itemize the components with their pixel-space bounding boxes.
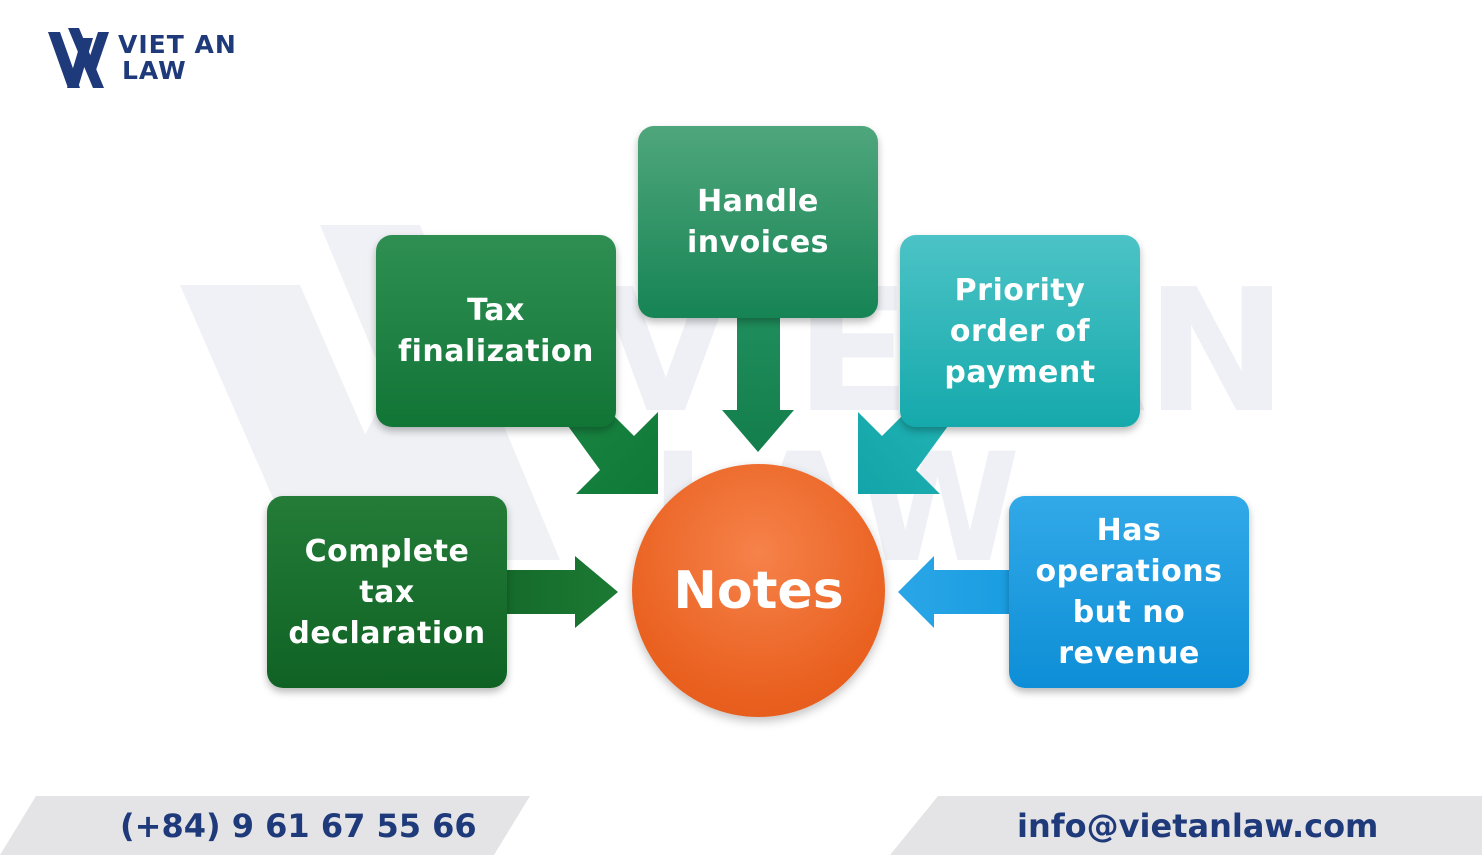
footer-band-right [890, 796, 1482, 855]
arrow-operations-no-revenue [898, 556, 1009, 628]
logo-mark-icon [48, 28, 109, 88]
node-complete-declaration: Complete tax declaration [267, 496, 507, 688]
center-label: Notes [673, 560, 844, 621]
brand-logo: VIET AN LAW [46, 26, 246, 96]
footer-email[interactable]: info@vietanlaw.com [1017, 807, 1379, 845]
arrow-complete-declaration [507, 556, 618, 628]
node-operations-no-revenue: Has operations but no revenue [1009, 496, 1249, 688]
center-node: Notes [632, 464, 885, 717]
node-tax-finalization: Tax finalization [376, 235, 616, 427]
footer-phone[interactable]: (+84) 9 61 67 55 66 [120, 807, 477, 845]
node-handle-invoices: Handle invoices [638, 126, 878, 318]
logo-line-2: LAW [122, 56, 187, 85]
arrow-handle-invoices [722, 318, 794, 452]
node-priority-order: Priority order of payment [900, 235, 1140, 427]
logo-wordmark: VIET AN LAW [118, 32, 237, 84]
logo-line-1: VIET AN [118, 30, 237, 59]
footer-band-left [0, 796, 530, 855]
